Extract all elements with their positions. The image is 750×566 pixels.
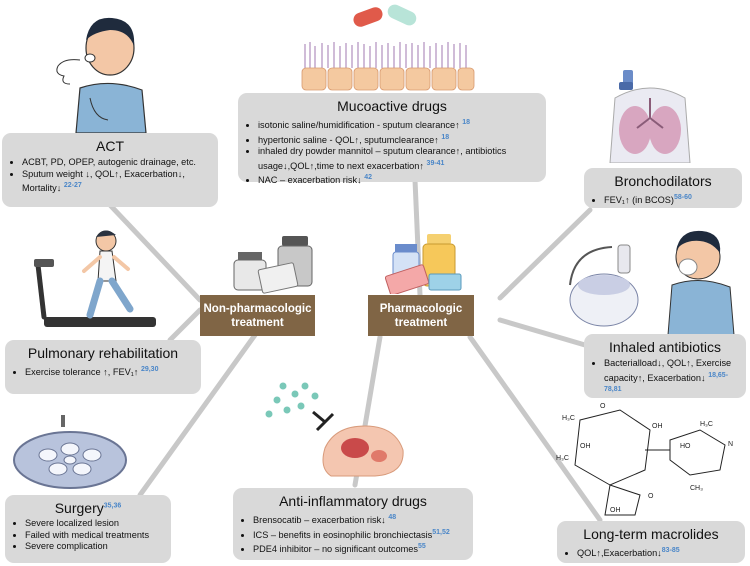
mucoactive-item-text: NAC – exacerbation risk↓ bbox=[258, 175, 362, 186]
surgical-lamp-illustration bbox=[13, 415, 127, 489]
macrolides-item-ref: 83-85 bbox=[661, 547, 680, 554]
connector-pulmonary bbox=[167, 307, 203, 343]
connector-macrolides bbox=[467, 334, 603, 523]
pharmacologic-treatment-box: Pharmacologic treatment bbox=[368, 295, 474, 336]
mucoactive-item-text: isotonic saline/humidification - sputum … bbox=[258, 120, 460, 131]
pharmacologic-line2: treatment bbox=[394, 316, 448, 329]
coughing-person-illustration bbox=[56, 17, 147, 133]
surgery-box: Surgery35,36 Severe localized lesion Fai… bbox=[5, 495, 171, 563]
macrolides-item-text: QOL↑,Exacerbation↓ bbox=[577, 548, 662, 559]
pulmonary-item: Exercise tolerance ↑, FEV₁↑ 29,30 bbox=[25, 364, 193, 379]
inhaled-antibiotics-item-text: Bacterialload↓, QOL↑, Exercise capacity↑… bbox=[604, 358, 732, 383]
anti-inflammatory-item-ref: 55 bbox=[417, 543, 426, 551]
bronchodilators-item-text: FEV₁↑ (in BCOS) bbox=[604, 195, 674, 206]
macrolide-structure-illustration: H₃C O OH H₃C OH H₃C N HO O OH CH₃ bbox=[556, 403, 733, 516]
capsule-illustration bbox=[353, 4, 417, 27]
non-pharmacologic-line2: treatment bbox=[231, 316, 284, 329]
anti-inflammatory-title: Anti-inflammatory drugs bbox=[279, 493, 427, 509]
mucoactive-item-ref: 18 bbox=[441, 133, 450, 141]
surgery-item: Severe complication bbox=[25, 541, 163, 553]
svg-text:H₃C: H₃C bbox=[556, 455, 569, 462]
svg-text:OH: OH bbox=[580, 443, 591, 450]
macrolides-item: QOL↑,Exacerbation↓83-85 bbox=[577, 545, 737, 560]
svg-text:O: O bbox=[648, 493, 654, 500]
long-term-macrolides-box: Long-term macrolides QOL↑,Exacerbation↓8… bbox=[557, 521, 745, 563]
act-title: ACT bbox=[96, 138, 124, 154]
svg-text:H₃C: H₃C bbox=[562, 415, 575, 422]
svg-text:CH₃: CH₃ bbox=[690, 485, 703, 492]
mucoactive-item-ref: 39-41 bbox=[426, 159, 445, 167]
svg-text:OH: OH bbox=[652, 423, 663, 430]
svg-text:OH: OH bbox=[610, 507, 621, 514]
inhaled-antibiotics-item: Bacterialload↓, QOL↑, Exercise capacity↑… bbox=[604, 358, 738, 399]
anti-inflammatory-item-ref: 51,52 bbox=[432, 528, 450, 536]
anti-inflammatory-item: Brensocatib – exacerbation risk↓ 48 bbox=[253, 512, 465, 527]
act-item-text: ACBT, PD, OPEP, autogenic drainage, etc. bbox=[22, 157, 196, 167]
pulmonary-item-text: Exercise tolerance ↑, FEV₁↑ bbox=[25, 367, 139, 378]
svg-text:N: N bbox=[728, 441, 733, 448]
pill-bottles-illustration bbox=[233, 236, 313, 294]
act-item-ref: 22-27 bbox=[63, 182, 82, 189]
mucoactive-title: Mucoactive drugs bbox=[337, 98, 447, 114]
pulmonary-item-ref: 29,30 bbox=[140, 366, 159, 373]
inflammation-inhibition-illustration bbox=[265, 382, 404, 477]
act-box: ACT ACBT, PD, OPEP, autogenic drainage, … bbox=[2, 133, 218, 207]
surgery-item: Failed with medical treatments bbox=[25, 530, 163, 542]
bronchodilators-title: Bronchodilators bbox=[614, 173, 712, 189]
non-pharmacologic-treatment-box: Non-pharmacologic treatment bbox=[200, 295, 315, 336]
surgery-title-wrap: Surgery35,36 bbox=[13, 500, 163, 516]
act-item: Sputum weight ↓, QOL↑, Exacerbation↓, Mo… bbox=[22, 169, 210, 195]
pulmonary-rehabilitation-box: Pulmonary rehabilitation Exercise tolera… bbox=[5, 340, 201, 394]
treadmill-runner-illustration bbox=[34, 230, 156, 327]
act-item-text: Sputum weight ↓, QOL↑, Exacerbation↓, Mo… bbox=[22, 168, 185, 194]
svg-text:HO: HO bbox=[680, 443, 691, 450]
bronchodilators-item: FEV₁↑ (in BCOS)58-60 bbox=[604, 192, 734, 207]
airway-epithelium-illustration bbox=[301, 42, 475, 91]
surgery-title-ref: 35,36 bbox=[103, 502, 122, 510]
mucoactive-item: hypertonic saline - QOL↑, sputumclearanc… bbox=[258, 132, 538, 147]
surgery-item: Severe localized lesion bbox=[25, 518, 163, 530]
anti-inflammatory-item-text: ICS – benefits in eosinophilic bronchiec… bbox=[253, 529, 433, 540]
medication-illustration bbox=[385, 234, 462, 294]
connector-bronchodilators bbox=[497, 207, 593, 301]
bronchodilators-box: Bronchodilators FEV₁↑ (in BCOS)58-60 bbox=[584, 168, 742, 208]
non-pharmacologic-line1: Non-pharmacologic bbox=[203, 302, 312, 315]
inhaled-antibiotics-item-ref: 18,65-78,81 bbox=[604, 371, 729, 394]
connector-inhaled-antibiotics bbox=[497, 317, 588, 348]
inhaled-antibiotics-box: Inhaled antibiotics Bacterialload↓, QOL↑… bbox=[584, 334, 746, 398]
macrolides-title: Long-term macrolides bbox=[583, 526, 719, 542]
anti-inflammatory-item-text: PDE4 inhibitor – no significant outcomes bbox=[253, 544, 418, 555]
pulmonary-title: Pulmonary rehabilitation bbox=[27, 345, 179, 361]
anti-inflammatory-item-text: Brensocatib – exacerbation risk↓ bbox=[253, 515, 386, 526]
pharmacologic-line1: Pharmacologic bbox=[379, 302, 463, 315]
lungs-inhaler-illustration bbox=[609, 70, 691, 163]
mucoactive-item: NAC – exacerbation risk↓ 42 bbox=[258, 172, 538, 187]
svg-text:O: O bbox=[600, 403, 606, 410]
surgery-title: Surgery bbox=[54, 500, 104, 516]
anti-inflammatory-item-ref: 48 bbox=[388, 514, 397, 521]
inhaled-antibiotics-title: Inhaled antibiotics bbox=[608, 339, 722, 355]
connector-act bbox=[107, 202, 203, 303]
mucoactive-drugs-box: Mucoactive drugs isotonic saline/humidif… bbox=[238, 93, 546, 185]
mucoactive-item-text: hypertonic saline - QOL↑, sputumclearanc… bbox=[258, 134, 439, 145]
mucoactive-item-text: inhaled dry powder mannitol – sputum cle… bbox=[258, 146, 507, 171]
nebulizer-person-illustration bbox=[569, 230, 735, 335]
bronchodilators-item-ref: 58-60 bbox=[673, 194, 692, 201]
mucoactive-item: isotonic saline/humidification - sputum … bbox=[258, 117, 538, 132]
mucoactive-item: inhaled dry powder mannitol – sputum cle… bbox=[258, 146, 538, 172]
mucoactive-item-ref: 42 bbox=[364, 174, 373, 182]
anti-inflammatory-drugs-box: Anti-inflammatory drugs Brensocatib – ex… bbox=[233, 488, 473, 560]
anti-inflammatory-item: PDE4 inhibitor – no significant outcomes… bbox=[253, 541, 465, 556]
act-item: ACBT, PD, OPEP, autogenic drainage, etc. bbox=[22, 157, 210, 169]
connector-surgery bbox=[137, 332, 258, 498]
anti-inflammatory-item: ICS – benefits in eosinophilic bronchiec… bbox=[253, 527, 465, 542]
mucoactive-item-ref: 18 bbox=[462, 119, 471, 126]
svg-text:H₃C: H₃C bbox=[700, 421, 713, 428]
